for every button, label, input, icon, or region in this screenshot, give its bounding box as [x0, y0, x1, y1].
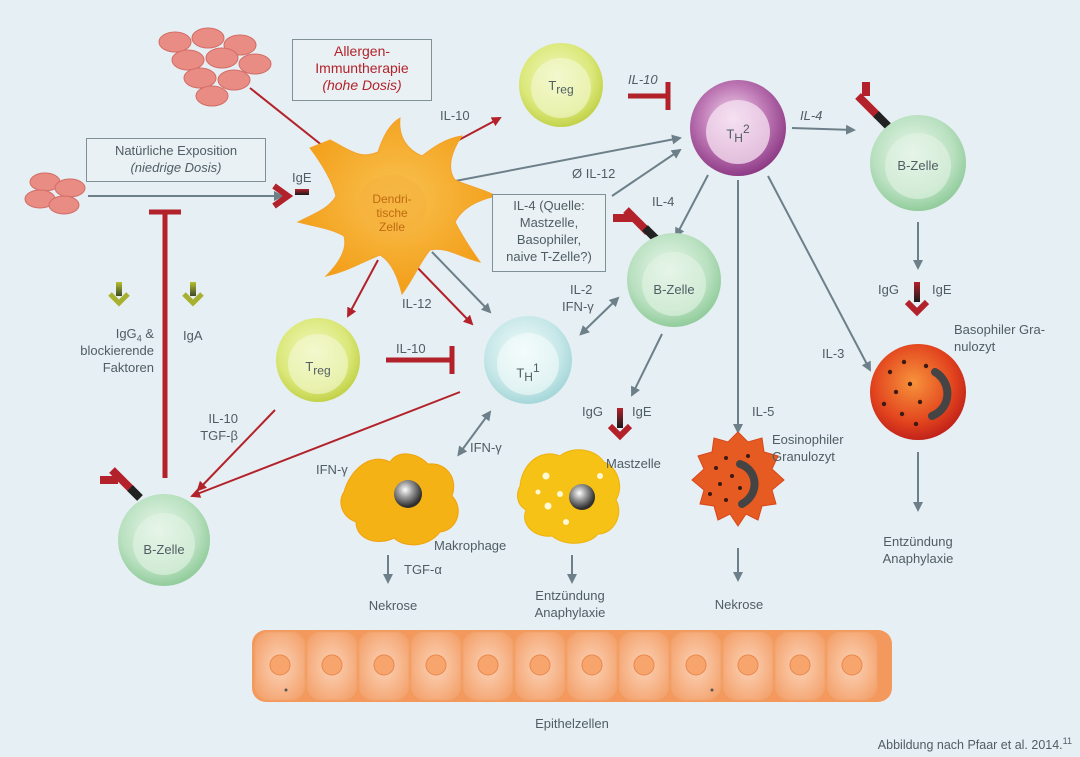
b-cell-left-label: B-Zelle [143, 542, 185, 557]
il4-source-line2: Mastzelle, [519, 215, 579, 230]
ifng-il2-label: IFN-γ [562, 299, 594, 314]
igg-ige-mid [607, 408, 633, 441]
igg4-main: IgG [115, 326, 137, 341]
th2-sup: 2 [742, 122, 750, 136]
th1-main: T [516, 365, 525, 381]
necrosis-mac-label: Nekrose [368, 598, 418, 613]
il4-th2-bcell-label: IL-4 [800, 108, 823, 123]
ifng-th1-mac-label: IFN-γ [470, 440, 502, 455]
ige-antibody-dc [272, 183, 309, 209]
ige-antibody-bcell-mid [613, 207, 659, 242]
necrosis-eos-label: Nekrose [714, 597, 764, 612]
treg-top-label: Treg [531, 78, 591, 97]
ige-antibody-bcell-right [855, 82, 891, 129]
th2-sub: H [734, 130, 743, 145]
treg-left-label: Treg [288, 359, 348, 378]
eosinophil-granulocyte [691, 431, 785, 527]
treg-top-sub: reg [556, 82, 574, 97]
eos-label-1: Eosinophiler [772, 432, 844, 447]
iga-label: IgA [183, 328, 203, 343]
allergen-therapy-line1: Allergen- [333, 43, 391, 59]
inflam-mast-label-1: Entzündung [535, 588, 605, 603]
makrophage-label: Makrophage [434, 538, 507, 553]
macrophage [340, 453, 459, 546]
il4-th2-bmid-label: IL-4 [652, 194, 675, 209]
natural-exposure-box [86, 138, 266, 182]
inflam-baso-label-2: Anaphylaxie [882, 551, 954, 566]
il3-label: IL-3 [822, 346, 845, 361]
igg-mid-label: IgG [582, 404, 603, 419]
th1-label: TH1 [498, 361, 558, 384]
allergen-cluster-small [24, 172, 86, 215]
tgfb-label: TGF-β [200, 428, 238, 443]
b-cell-right-label: B-Zelle [897, 158, 939, 173]
inflam-mast-label-2: Anaphylaxie [534, 605, 606, 620]
il12-th2-label: Ø IL-12 [572, 166, 616, 181]
tgfa-label: TGF-α [404, 562, 442, 577]
dendritic-cell-label-2: tische [376, 206, 408, 220]
iga-antibody [182, 282, 204, 307]
epithel-label: Epithelzellen [535, 716, 609, 731]
baso-label-2: nulozyt [954, 339, 996, 354]
allergen-therapy-box [292, 39, 432, 101]
ige-mid-label: IgE [632, 404, 652, 419]
il10-treg-th1-label: IL-10 [396, 341, 426, 356]
natural-exposure-line2: (niedrige Dosis) [130, 160, 222, 175]
citation: Abbildung nach Pfaar et al. 2014.11 [760, 736, 1072, 754]
allergen-therapy-line2: Immuntherapie [315, 60, 409, 76]
epithelial-cells [252, 630, 892, 702]
blocking-label-1: blockierende [80, 343, 154, 358]
igg-ige-right [904, 282, 930, 317]
inflam-baso-label-1: Entzündung [883, 534, 953, 549]
baso-label-1: Basophiler Gra- [954, 322, 1046, 337]
il4-source-box [492, 194, 606, 272]
mastzelle-label: Mastzelle [606, 456, 661, 471]
igg-right-label: IgG [878, 282, 899, 297]
citation-text: Abbildung nach Pfaar et al. 2014. [877, 738, 1063, 753]
ige-dc-label: IgE [292, 170, 312, 185]
igg4-label: IgG4 & [70, 326, 154, 345]
treg-left-sub: reg [313, 363, 331, 378]
eos-label-2: Granulozyt [772, 449, 835, 464]
th1-sup: 1 [532, 361, 540, 375]
il10-top-label: IL-10 [440, 108, 470, 123]
igg4-sub: 4 [136, 333, 142, 344]
il10-treg-b-label: IL-10 [208, 411, 238, 426]
ige-right-label: IgE [932, 282, 952, 297]
il12-label: IL-12 [402, 296, 432, 311]
il4-source-line1: IL-4 (Quelle: [513, 198, 585, 213]
dendritic-cell-label-1: Dendri- [372, 192, 412, 206]
b-cell-mid-label: B-Zelle [653, 282, 695, 297]
il4-source-line4: naive T-Zelle?) [506, 249, 592, 264]
allergen-therapy-line3: (hohe Dosis) [322, 77, 402, 93]
il4-source-line3: Basophiler, [516, 232, 582, 247]
mast-cell [517, 449, 620, 544]
citation-ref: 11 [1062, 736, 1072, 746]
il5-label: IL-5 [752, 404, 775, 419]
th1-sub: H [524, 369, 533, 384]
il10-treg-th2-label: IL-10 [628, 72, 658, 87]
treg-left-main: T [305, 359, 314, 374]
allergen-cluster-large [158, 27, 272, 107]
ifng-th1-b-label: IFN-γ [316, 462, 348, 477]
treg-top-main: T [548, 78, 557, 93]
th2-label: TH2 [708, 122, 768, 145]
il2-label: IL-2 [570, 282, 593, 297]
th2-main: T [726, 126, 735, 142]
dendritic-cell-label-3: Zelle [378, 220, 405, 234]
blocking-label-2: Faktoren [102, 360, 154, 375]
igg4-antibody [108, 282, 130, 307]
ige-antibody-bcell-left [100, 467, 143, 501]
basophil-granulocyte [870, 344, 966, 440]
igg4-rest: & [141, 326, 154, 341]
natural-exposure-line1: Natürliche Exposition [114, 143, 238, 158]
